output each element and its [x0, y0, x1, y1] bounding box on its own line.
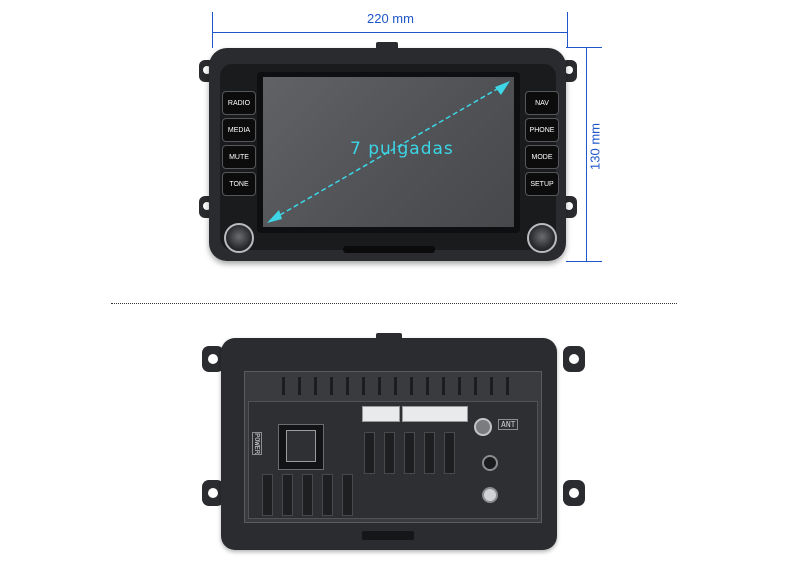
heatsink-fin: [364, 432, 375, 474]
vent-slot: [474, 377, 477, 395]
vent-slot: [394, 377, 397, 395]
setup-button[interactable]: SETUP: [525, 172, 559, 196]
gps-socket: [482, 455, 498, 471]
heatsink-fin: [424, 432, 435, 474]
vent-slot: [362, 377, 365, 395]
section-divider: [111, 303, 677, 304]
mute-button[interactable]: MUTE: [222, 145, 256, 169]
vent-slot: [490, 377, 493, 395]
heatsink-fin: [342, 474, 353, 516]
height-dimension-top-tick: [566, 47, 602, 48]
mode-button[interactable]: MODE: [525, 145, 559, 169]
diagonal-arrow: [267, 81, 510, 223]
width-dimension-line: [212, 32, 568, 33]
left-volume-knob[interactable]: [224, 223, 254, 253]
phone-button[interactable]: PHONE: [525, 118, 559, 142]
power-label: POWER: [252, 432, 262, 456]
vent-slot: [426, 377, 429, 395]
white-connector-left: [362, 406, 400, 422]
vent-slot: [282, 377, 285, 395]
media-button[interactable]: MEDIA: [222, 118, 256, 142]
vent-slot: [314, 377, 317, 395]
heatsink-fin: [282, 474, 293, 516]
screen-size-caption: 7 pulgadas: [350, 139, 454, 159]
power-connector-socket: [286, 430, 316, 462]
radio-button[interactable]: RADIO: [222, 91, 256, 115]
top-notch: [376, 42, 398, 50]
vent-slot: [346, 377, 349, 395]
heatsink-fin: [302, 474, 313, 516]
height-dimension-bottom-tick: [566, 261, 602, 262]
white-connector-right: [402, 406, 468, 422]
width-dimension-label: 220 mm: [367, 11, 414, 26]
height-dimension-line: [586, 48, 587, 262]
heatsink-fin: [404, 432, 415, 474]
heatsink-fin: [384, 432, 395, 474]
nav-button[interactable]: NAV: [525, 91, 559, 115]
rear-ear-top-left: [202, 346, 224, 372]
antenna-socket: [474, 418, 492, 436]
vent-slot: [410, 377, 413, 395]
height-dimension-label: 130 mm: [587, 123, 603, 170]
vent-slot: [506, 377, 509, 395]
rear-ear-bottom-right: [563, 480, 585, 506]
rear-bottom-slot: [362, 531, 414, 540]
front-bottom-slot: [343, 246, 435, 253]
antenna-label: ANT: [498, 419, 519, 430]
tone-button[interactable]: TONE: [222, 172, 256, 196]
heatsink-fin: [322, 474, 333, 516]
right-tuning-knob[interactable]: [527, 223, 557, 253]
touchscreen: [263, 77, 514, 227]
rear-ear-bottom-left: [202, 480, 224, 506]
vent-slot: [378, 377, 381, 395]
vent-slot: [458, 377, 461, 395]
aux-socket: [482, 487, 498, 503]
vent-slot: [442, 377, 445, 395]
width-dimension-left-tick: [212, 12, 213, 48]
rear-top-notch: [376, 333, 402, 341]
vent-slot: [298, 377, 301, 395]
heatsink-fin: [262, 474, 273, 516]
rear-ear-top-right: [563, 346, 585, 372]
vent-slot: [330, 377, 333, 395]
width-dimension-right-tick: [567, 12, 568, 48]
heatsink-fin: [444, 432, 455, 474]
